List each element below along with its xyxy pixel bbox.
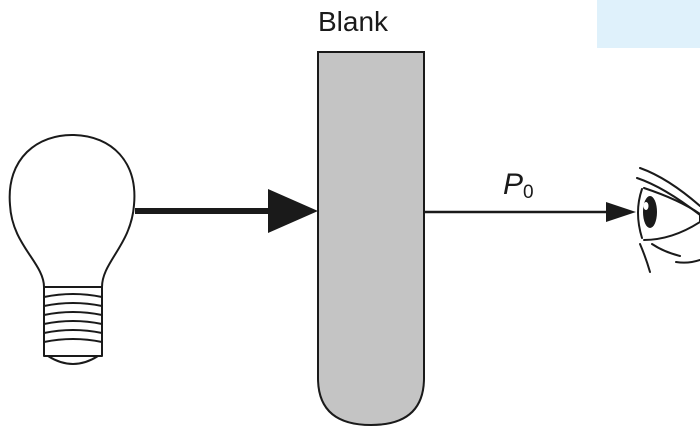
transmitted-power-label: P0 [503, 168, 534, 204]
top-right-highlight-box [597, 0, 700, 48]
blank-cuvette [317, 51, 425, 427]
blank-label: Blank [318, 6, 389, 37]
eye-icon [636, 167, 700, 273]
transmitted-light-arrow [424, 202, 636, 222]
power-subscript: 0 [523, 182, 534, 203]
incident-light-arrow [135, 189, 318, 233]
light-bulb-icon [8, 133, 136, 365]
power-symbol: P [503, 168, 524, 201]
